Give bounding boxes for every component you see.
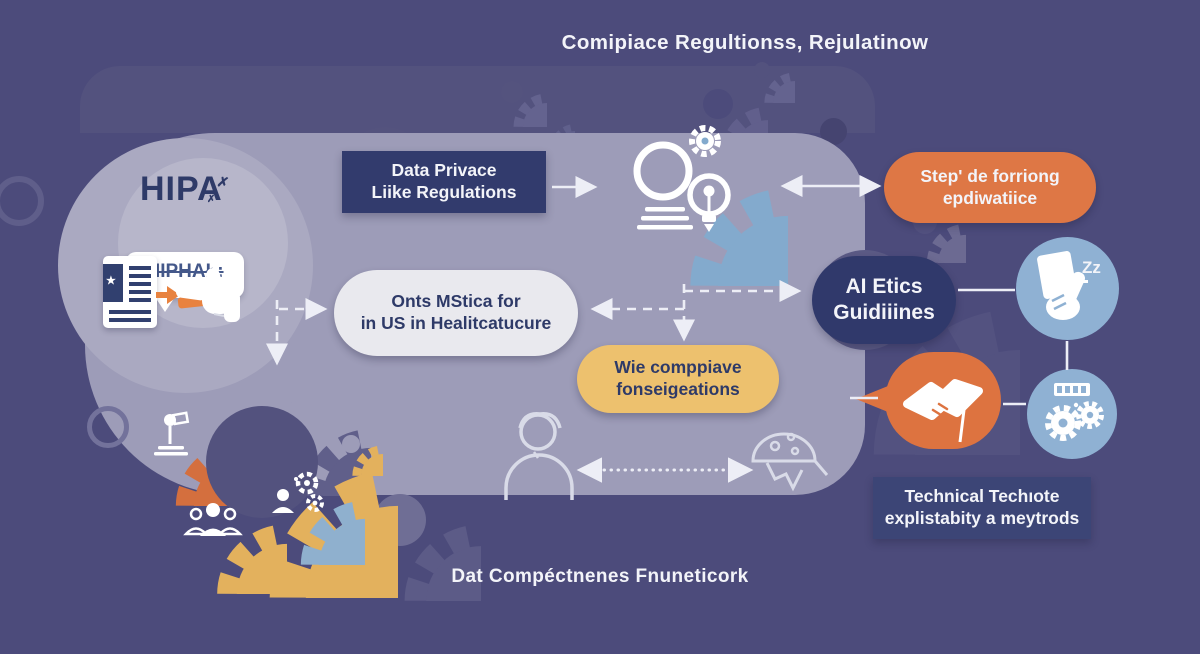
- pointing-hand-icon: [176, 267, 240, 322]
- hipa-bubble-text: HIPHAŁ:: [146, 261, 224, 282]
- hipa-label: HIPA: [140, 170, 223, 208]
- sleep-dash: [1080, 280, 1088, 283]
- node-line: explistabity a meytrods: [884, 508, 1080, 528]
- footer-caption: Dat Compéctnenes Fnuneticork: [451, 566, 749, 587]
- node-line: Guidiiines: [833, 301, 935, 324]
- top-band: [80, 66, 875, 133]
- person-gears-icon: [272, 471, 324, 513]
- node-line: AI Etics: [845, 274, 923, 298]
- gear-console-icon: [1045, 383, 1104, 441]
- presenter-icon: [154, 411, 190, 456]
- decor-ring: [0, 176, 44, 226]
- robot-outline-icon: [751, 432, 829, 492]
- node-line: in US in Healitcatucure: [360, 313, 552, 333]
- big-gold-gear-hole: [206, 406, 318, 518]
- node-line: Liike Regulations: [371, 182, 517, 202]
- decor-gear-hole: [501, 81, 523, 103]
- handshake-icon: [903, 379, 983, 443]
- node-line: Data Privace: [391, 160, 497, 181]
- node-line: Step' de forriong: [920, 165, 1060, 186]
- team-icon: [183, 503, 243, 536]
- node-line: Technical Techıote: [904, 486, 1060, 507]
- node-line: fonseigeations: [616, 379, 740, 399]
- node-line: Wie comppiave: [614, 357, 742, 378]
- decor-gear-hole: [754, 62, 770, 78]
- sleeping-document-hand-icon: [1037, 251, 1085, 320]
- sleep-marks: Zz: [1082, 258, 1101, 277]
- person-outline-icon: [504, 412, 574, 500]
- decor-gear-hole: [703, 89, 733, 119]
- handshake-bubble-tail: [856, 386, 888, 412]
- decor-ring: [87, 406, 129, 448]
- magnifier-gear-bulb-icon: [633, 125, 731, 232]
- node-us-healthcare: Onts MStica for in US in Healitcatucure: [334, 270, 578, 356]
- node-data-privacy: Data Privace Liike Regulations: [342, 151, 546, 213]
- document-star-icon: ★: [103, 256, 157, 328]
- orange-arrow-icon: [156, 286, 180, 304]
- node-line: Onts MStica for: [391, 291, 521, 312]
- node-compliance: Wie comppiave fonseigeations: [577, 345, 779, 413]
- hipa-mark: ✗: [207, 194, 216, 205]
- page-title: Comipiace Regultionss, Rejulatinow: [561, 31, 929, 54]
- small-gold-gear-hole: [342, 435, 360, 453]
- node-step-forming: Step' de forriong epdiwatiice: [884, 152, 1096, 223]
- document-star-glyph: ★: [106, 275, 116, 287]
- node-ai-ethics: AI Etics Guidiiines: [812, 256, 956, 344]
- node-line: epdiwatiice: [942, 187, 1038, 208]
- node-technical: Technical Techıote explistabity a meytro…: [873, 477, 1091, 539]
